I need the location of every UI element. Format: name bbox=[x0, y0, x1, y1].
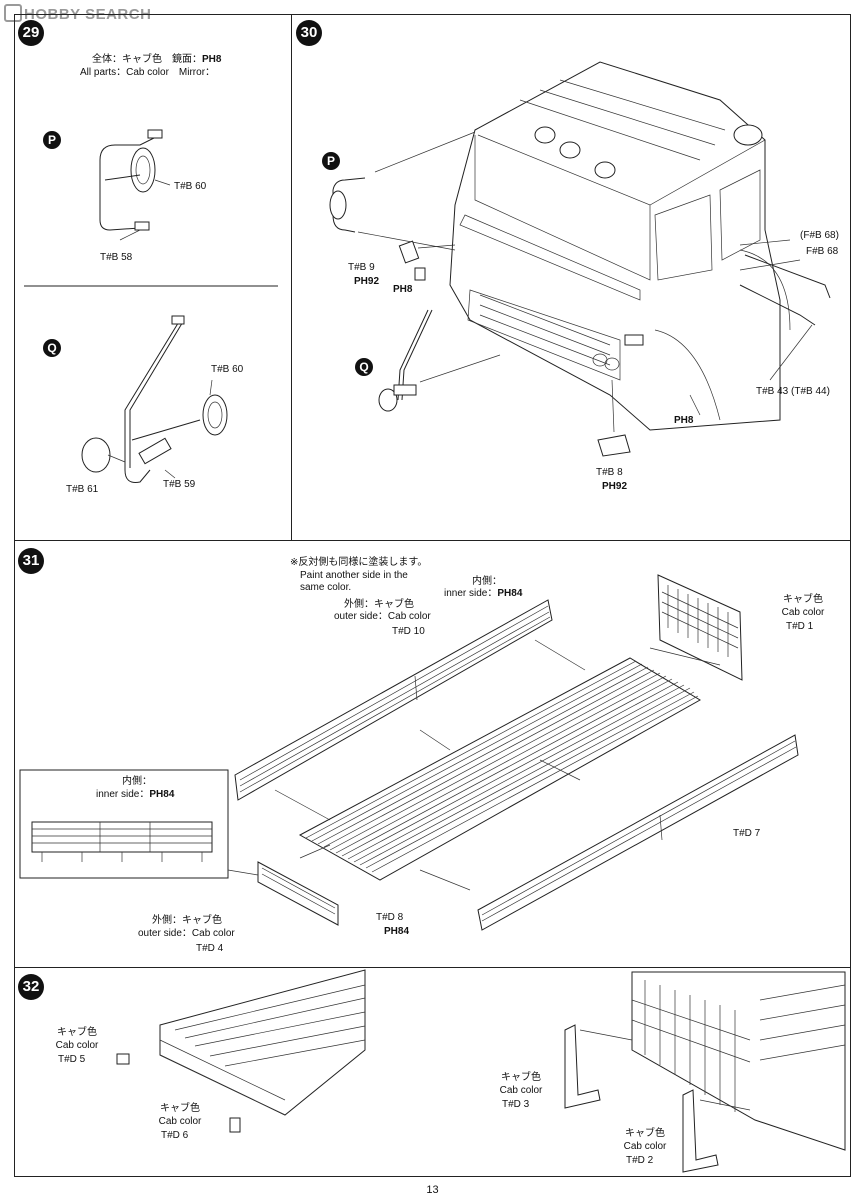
truck-bed-floor-drawing bbox=[298, 657, 701, 881]
step-31-outer-en-top: outer side：Cab color bbox=[334, 611, 431, 622]
inner-ph-code: PH84 bbox=[497, 588, 523, 599]
step-32-a-en: Cab color bbox=[55, 1040, 99, 1051]
step-32-number: 32 bbox=[18, 974, 44, 1000]
step-31-inner-en-top: inner side：PH84 bbox=[444, 588, 522, 600]
note-jp-text: 全体：キャブ色 鏡面： bbox=[92, 54, 202, 65]
step-30-part-b9-ph: PH92 bbox=[354, 276, 380, 287]
step-30-sub-q: Q bbox=[355, 358, 373, 376]
step-31-note-en1: Paint another side in the bbox=[300, 570, 408, 581]
step-31-inset-en: inner side：PH84 bbox=[96, 789, 174, 801]
step-32-bed-right-drawing bbox=[564, 971, 846, 1173]
step-29-note-en: All parts：Cab color Mirror： bbox=[80, 67, 216, 78]
step-31-part-d1: T#D 1 bbox=[786, 621, 814, 632]
step-30-mirror-p bbox=[329, 131, 476, 281]
step-31-part-d8-ph: PH84 bbox=[384, 926, 410, 937]
step-29-q-part-b59: T#B 59 bbox=[163, 479, 196, 490]
step-32-c-jp: キャブ色 bbox=[501, 1072, 541, 1083]
step-31-inner-jp-top: 内側： bbox=[472, 576, 502, 587]
step-29-sub-p: P bbox=[43, 131, 61, 149]
assembly-arrows bbox=[274, 639, 721, 891]
step-30-fb68-paren: (F#B 68) bbox=[800, 230, 839, 241]
step-29-part-b60: T#B 60 bbox=[174, 181, 207, 192]
inset-ph-code: PH84 bbox=[149, 789, 175, 800]
side-panel-top-drawing bbox=[234, 599, 553, 801]
step-32-b-jp: キャブ色 bbox=[160, 1103, 200, 1114]
mirror-q-drawing bbox=[81, 315, 228, 483]
page-number: 13 bbox=[426, 1184, 439, 1196]
step-29-sub-q: Q bbox=[43, 339, 61, 357]
step-31-part-d10: T#D 10 bbox=[392, 626, 425, 637]
step-30-mirror-q bbox=[378, 309, 501, 412]
truck-cab-drawing bbox=[449, 61, 791, 431]
step-31-outer-en-bot: outer side：Cab color bbox=[138, 928, 235, 939]
step-32-d-part: T#D 2 bbox=[626, 1155, 654, 1166]
step-30-number: 30 bbox=[296, 20, 322, 46]
tailgate-drawing bbox=[657, 574, 743, 681]
step-31-cab-jp: キャブ色 bbox=[783, 594, 823, 605]
step-30-fb68: F#B 68 bbox=[806, 246, 839, 257]
step-32-c-part: T#D 3 bbox=[502, 1099, 530, 1110]
front-gate-drawing bbox=[257, 861, 339, 926]
step-32-bed-left-drawing bbox=[116, 969, 366, 1133]
step-31-cab-en: Cab color bbox=[781, 607, 825, 618]
step-29-note-jp: 全体：キャブ色 鏡面：PH8 bbox=[92, 54, 221, 66]
step-29-number: 29 bbox=[18, 20, 44, 46]
step-29-q-part-b60: T#B 60 bbox=[211, 364, 244, 375]
step-32-c-en: Cab color bbox=[499, 1085, 543, 1096]
side-panel-bottom-drawing bbox=[477, 734, 799, 931]
step-31-inset-jp: 内側： bbox=[122, 776, 152, 787]
inner-en-text: inner side： bbox=[444, 588, 498, 599]
step-30-ph8-b: PH8 bbox=[674, 415, 694, 426]
step-31-note-en2: same color. bbox=[300, 582, 352, 593]
step-31-part-d8: T#D 8 bbox=[376, 912, 404, 923]
step-30-part-b43: T#B 43 (T#B 44) bbox=[756, 386, 830, 397]
inner-side-inset bbox=[19, 769, 259, 879]
hobby-search-logo-icon bbox=[4, 4, 22, 22]
step-31-outer-jp-bot: 外側：キャブ色 bbox=[152, 915, 222, 926]
step-29-part-b58: T#B 58 bbox=[100, 252, 133, 263]
step-30-part-b8-ph: PH92 bbox=[602, 481, 628, 492]
step-32-a-part: T#D 5 bbox=[58, 1054, 86, 1065]
step-31-number: 31 bbox=[18, 548, 44, 574]
mirror-p-drawing bbox=[99, 129, 171, 241]
step-29-q-part-b61: T#B 61 bbox=[66, 484, 99, 495]
note-ph-code: PH8 bbox=[202, 54, 222, 65]
step-30-bumper-part bbox=[597, 379, 631, 457]
step-30-right-parts bbox=[689, 239, 831, 416]
step-31-part-d7: T#D 7 bbox=[733, 828, 761, 839]
step-32-d-en: Cab color bbox=[623, 1141, 667, 1152]
step-31-note-jp: ※反対側も同様に塗装します。 bbox=[290, 557, 428, 568]
inset-en-text: inner side： bbox=[96, 789, 150, 800]
step-31-part-d4: T#D 4 bbox=[196, 943, 224, 954]
step-32-panel bbox=[14, 967, 851, 1177]
step-32-a-jp: キャブ色 bbox=[57, 1027, 97, 1038]
step-30-part-b8: T#B 8 bbox=[596, 467, 623, 478]
step-31-outer-jp-top: 外側：キャブ色 bbox=[344, 599, 414, 610]
step-32-b-part: T#D 6 bbox=[161, 1130, 189, 1141]
step-32-d-jp: キャブ色 bbox=[625, 1128, 665, 1139]
step-30-ph8-a: PH8 bbox=[393, 284, 413, 295]
step-30-sub-p: P bbox=[322, 152, 340, 170]
step-32-b-en: Cab color bbox=[158, 1116, 202, 1127]
step-30-part-b9: T#B 9 bbox=[348, 262, 375, 273]
